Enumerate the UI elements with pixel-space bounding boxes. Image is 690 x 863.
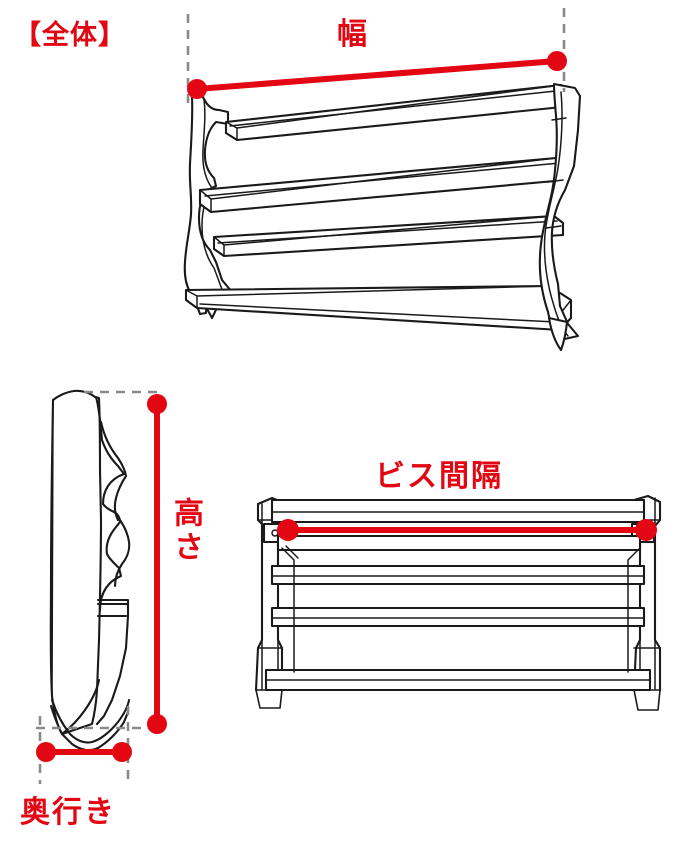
dimension-depth — [36, 742, 132, 762]
perspective-guides — [186, 8, 566, 108]
label-screw-spacing: ビス間隔 — [375, 459, 503, 494]
side-view-drawing — [49, 389, 131, 752]
label-width: 幅 — [337, 17, 369, 52]
label-depth: 奥行き — [20, 795, 116, 830]
dimension-screw-spacing — [277, 519, 657, 541]
perspective-shelf-drawing — [183, 82, 582, 352]
dimension-height — [147, 394, 167, 734]
front-view-drawing — [254, 494, 662, 711]
label-height: 高さ — [168, 497, 203, 565]
dimension-width — [187, 51, 567, 99]
page-title: 【全体】 — [14, 20, 126, 51]
